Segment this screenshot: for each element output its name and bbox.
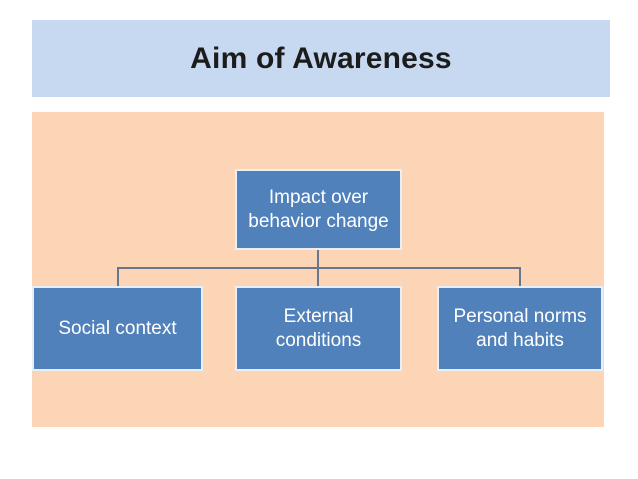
org-node-external-conditions-label: External conditions bbox=[275, 305, 362, 351]
org-node-social-context: Social context bbox=[32, 286, 203, 371]
org-node-impact-over-behavior-change: Impact over behavior change bbox=[235, 169, 402, 250]
org-node-root-label: Impact over behavior change bbox=[248, 186, 389, 232]
connector-horizontal bbox=[117, 267, 521, 269]
org-node-personal-norms-and-habits-label: Personal norms and habits bbox=[453, 305, 587, 351]
slide-title-bar: Aim of Awareness bbox=[32, 20, 610, 97]
slide-title: Aim of Awareness bbox=[190, 41, 452, 75]
connector-right-stub bbox=[519, 267, 521, 288]
org-node-personal-norms-and-habits: Personal norms and habits bbox=[437, 286, 603, 371]
connector-left-stub bbox=[117, 267, 119, 288]
diagram-canvas: Impact over behavior change Social conte… bbox=[32, 112, 604, 427]
connector-middle-stub bbox=[317, 267, 319, 288]
org-node-social-context-label: Social context bbox=[58, 317, 177, 339]
org-node-external-conditions: External conditions bbox=[235, 286, 402, 371]
